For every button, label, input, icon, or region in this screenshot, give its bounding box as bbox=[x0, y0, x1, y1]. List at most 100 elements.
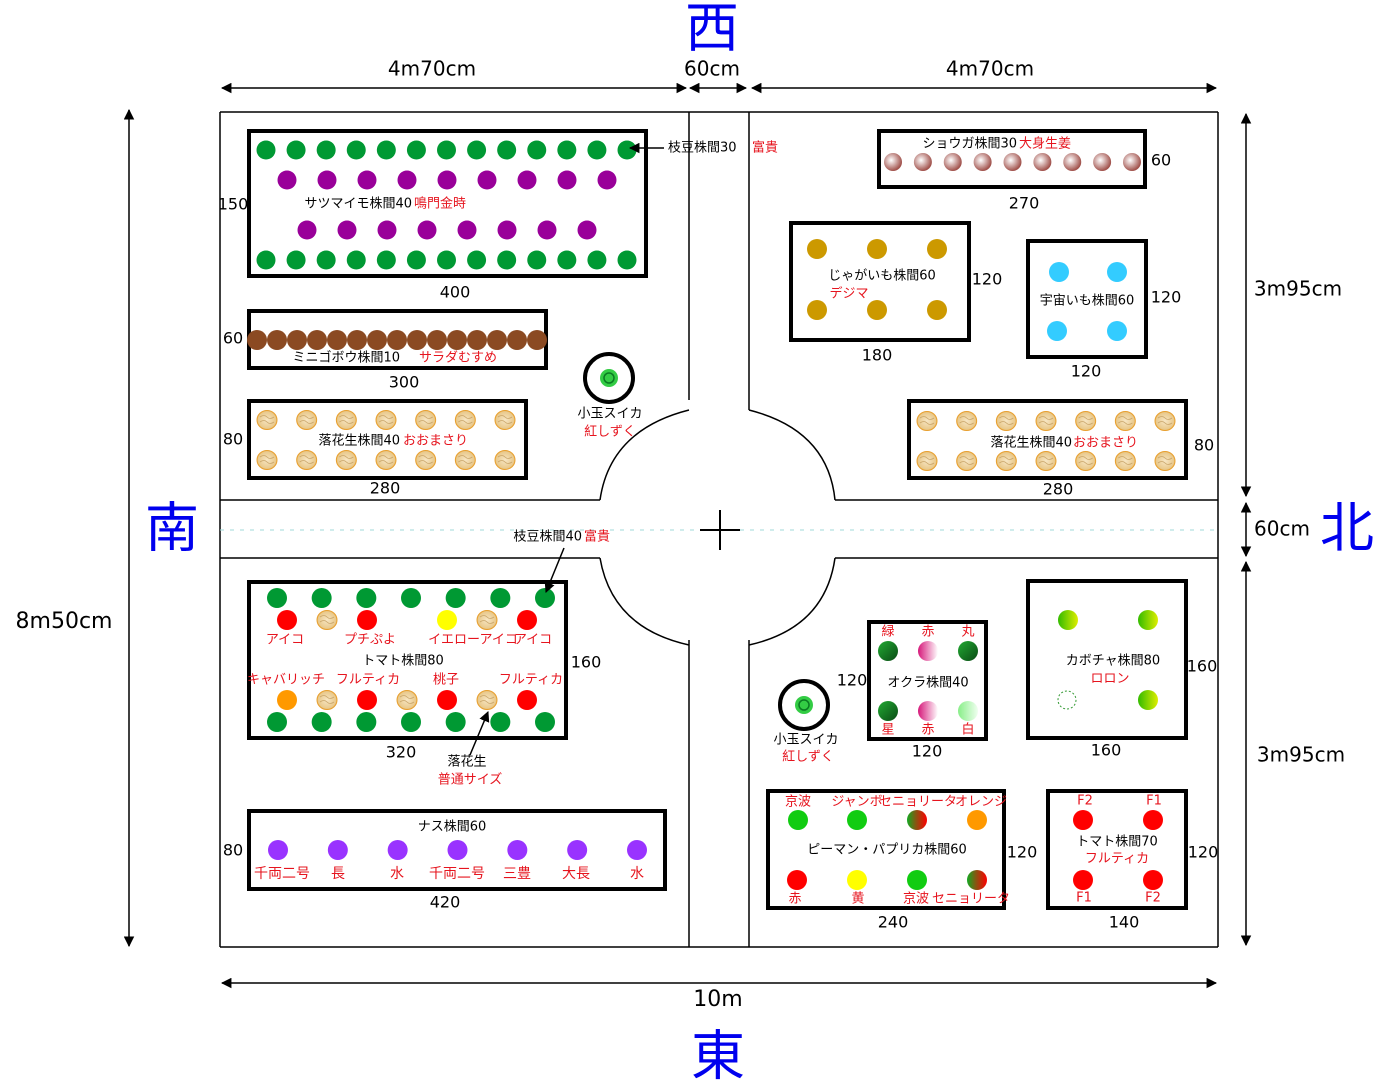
bed-space-potato-width: 120 bbox=[1071, 362, 1102, 381]
dim-total-width: 10m bbox=[693, 987, 742, 1012]
roundabout-arc-ne bbox=[748, 409, 836, 501]
peanut-plant bbox=[415, 410, 437, 430]
ginger-plant bbox=[973, 153, 992, 171]
potato-plant bbox=[927, 300, 947, 320]
edamame-plant bbox=[557, 250, 577, 270]
sweet-potato-plant bbox=[297, 220, 317, 240]
bed-peanut-left-name: 落花生株間40 bbox=[318, 433, 400, 449]
roundabout-arc-nw bbox=[599, 409, 690, 501]
sweet-potato-plant bbox=[597, 170, 617, 190]
bed-pepper bbox=[766, 789, 1006, 910]
sweet-potato-plant bbox=[457, 220, 477, 240]
peanut-texture bbox=[378, 415, 394, 424]
pepper-variety-label: セニョリータ bbox=[932, 892, 1010, 907]
bed-peanut-left-height: 80 bbox=[223, 430, 243, 449]
tomato-variety-label: 桃子 bbox=[433, 673, 459, 688]
bed-potato-variety: デジマ bbox=[829, 286, 868, 302]
eggplant-plant bbox=[327, 840, 348, 860]
mini-burdock-plant bbox=[347, 330, 367, 350]
tomato-right-label: F2 bbox=[1077, 794, 1093, 809]
okra-plant-round bbox=[958, 641, 978, 661]
watermelon-2-plant bbox=[795, 696, 813, 714]
peanut-texture bbox=[339, 415, 354, 424]
pepper-variety-label: 黄 bbox=[851, 892, 864, 907]
edamame-plant bbox=[256, 250, 276, 270]
peanut-body bbox=[415, 450, 437, 470]
peanut-texture bbox=[497, 415, 513, 424]
tomato-plant bbox=[437, 610, 457, 630]
peanut-body bbox=[256, 410, 278, 430]
peanut-body bbox=[956, 451, 978, 471]
peanut-plant bbox=[296, 450, 318, 470]
edamame-plant bbox=[346, 140, 366, 160]
mini-burdock-plant bbox=[327, 330, 347, 350]
ginger-plant bbox=[943, 153, 962, 171]
peanut-texture bbox=[1038, 456, 1054, 465]
okra-variety-label: 緑 bbox=[881, 625, 894, 640]
direction-east: 東 bbox=[691, 1025, 745, 1087]
dim-top-right-width: 4m70cm bbox=[946, 57, 1034, 81]
peanut-texture bbox=[919, 416, 935, 425]
peanut-plant bbox=[1035, 411, 1057, 431]
peanut-body bbox=[396, 690, 418, 710]
peanut-body bbox=[454, 450, 476, 470]
edamame-bottom-variety: 富貴 bbox=[584, 529, 610, 545]
roundabout-arc-sw bbox=[599, 557, 690, 646]
dim-right-path-height: 60cm bbox=[1254, 517, 1310, 541]
edamame-plant bbox=[617, 140, 637, 160]
edamame-plant bbox=[356, 712, 377, 732]
peanut-plant bbox=[316, 610, 338, 630]
tomato-variety-label: アイコ bbox=[514, 633, 552, 648]
sweet-potato-plant bbox=[537, 220, 557, 240]
peanut-plant bbox=[956, 451, 978, 471]
peanut-plant bbox=[396, 690, 418, 710]
peanut-texture bbox=[919, 456, 935, 465]
peanut-texture bbox=[259, 415, 275, 424]
eggplant-plant bbox=[627, 840, 647, 860]
ginger-plant bbox=[913, 153, 932, 171]
bed-sweet-potato-name: サツマイモ株間40 bbox=[304, 197, 412, 212]
potato-plant bbox=[807, 300, 827, 320]
edamame-bottom-arrow bbox=[544, 547, 565, 593]
peanut-body bbox=[476, 610, 498, 630]
edamame-plant bbox=[356, 588, 377, 608]
sweet-potato-plant bbox=[357, 170, 377, 190]
peanut-body bbox=[956, 411, 978, 431]
peanut-texture bbox=[319, 695, 335, 704]
peanut-body bbox=[916, 411, 938, 431]
potato-plant bbox=[867, 239, 887, 259]
edamame-plant bbox=[445, 588, 466, 608]
peanut-body bbox=[995, 451, 1017, 471]
edamame-plant bbox=[401, 712, 421, 732]
bed-pumpkin-name: カボチャ株間80 bbox=[1066, 654, 1160, 669]
peanut-body bbox=[335, 410, 357, 430]
edamame-plant bbox=[535, 588, 555, 608]
space-potato-plant bbox=[1107, 262, 1127, 282]
bed-okra-height: 120 bbox=[837, 671, 868, 690]
bed-mini-burdock-name: ミニゴボウ株間10 bbox=[292, 350, 400, 366]
direction-north: 北 bbox=[1320, 497, 1374, 560]
peanut-texture bbox=[497, 455, 513, 464]
ginger-plant bbox=[1063, 153, 1082, 171]
watermelon-2-ring bbox=[798, 699, 810, 711]
bed-space-potato-height: 120 bbox=[1151, 288, 1182, 307]
peanut-plant bbox=[1154, 451, 1176, 471]
watermelon-1-name: 小玉スイカ bbox=[577, 407, 642, 422]
pepper-variety-label: 京波 bbox=[785, 795, 811, 810]
eggplant-variety-label: 長 bbox=[331, 866, 345, 882]
mini-burdock-plant bbox=[307, 330, 327, 350]
sweet-potato-plant bbox=[437, 170, 457, 190]
peanut-texture bbox=[1118, 456, 1133, 465]
okra-plant-red bbox=[918, 701, 938, 721]
watermelon-2-variety: 紅しずく bbox=[782, 750, 834, 765]
peanut-texture bbox=[999, 416, 1014, 425]
space-potato-plant bbox=[1107, 321, 1127, 341]
tomato-variety-label: フルティカ bbox=[499, 673, 563, 688]
tomato-right-label: F1 bbox=[1146, 794, 1162, 809]
bed-sweet-potato-width: 400 bbox=[440, 283, 471, 302]
tomato-variety-label: イエローアイコ bbox=[428, 633, 518, 648]
peanut-plant bbox=[256, 450, 278, 470]
bed-pepper-width: 240 bbox=[878, 913, 909, 932]
bed-eggplant-name: ナス株間60 bbox=[418, 820, 487, 835]
